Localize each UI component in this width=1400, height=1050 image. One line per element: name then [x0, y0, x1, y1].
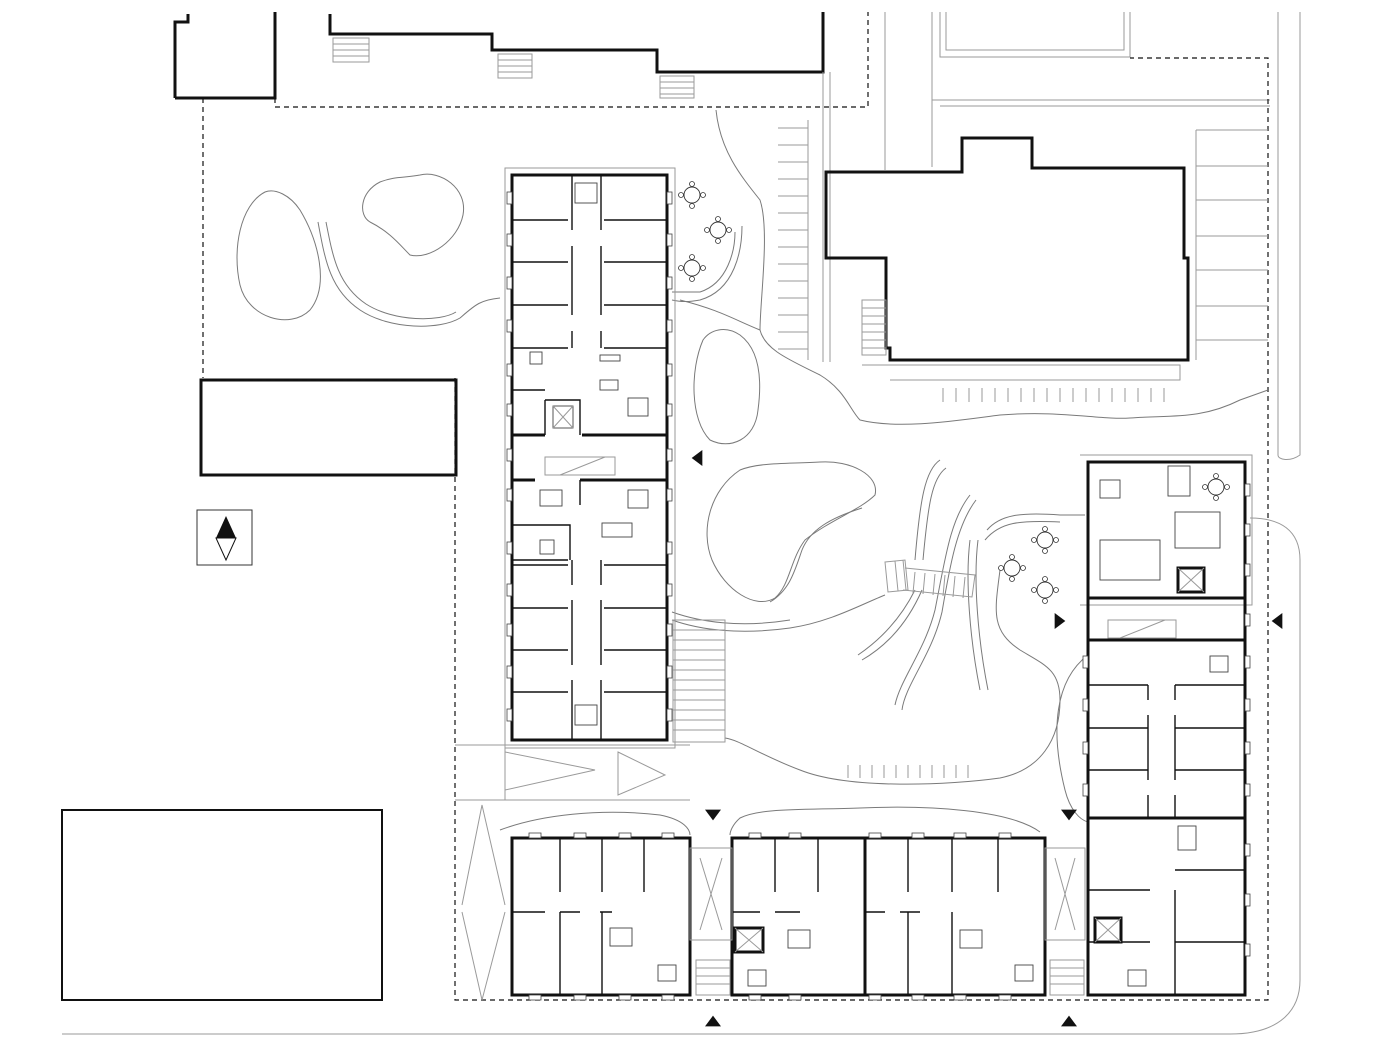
- window-tab: [1082, 698, 1089, 712]
- window-tab: [1244, 943, 1251, 957]
- existing-building-north: [173, 12, 869, 108]
- round-table: [709, 221, 727, 239]
- entrance-markers: [691, 450, 1283, 1027]
- window-tab: [506, 448, 513, 462]
- window-tab: [1244, 655, 1251, 669]
- building-southwest: [61, 809, 383, 1001]
- outdoor-tables: [678, 181, 1230, 604]
- window-tab: [506, 488, 513, 502]
- window-tab: [953, 994, 967, 1001]
- window-tab: [998, 832, 1012, 839]
- street-edge: [62, 517, 1301, 1035]
- window-tab: [506, 191, 513, 205]
- landscape: [236, 72, 1269, 1001]
- round-table: [683, 259, 701, 277]
- window-tab: [506, 665, 513, 679]
- window-tab: [528, 994, 542, 1001]
- window-tab: [1244, 698, 1251, 712]
- window-tab: [666, 319, 673, 333]
- window-tab: [666, 448, 673, 462]
- window-tab: [506, 403, 513, 417]
- window-tab: [666, 488, 673, 502]
- new-building-south-wing: [510, 836, 1086, 997]
- window-tab: [666, 541, 673, 555]
- window-tab: [1082, 783, 1089, 797]
- window-tab: [618, 832, 632, 839]
- window-tab: [788, 832, 802, 839]
- round-table: [1003, 559, 1021, 577]
- window-tab: [666, 708, 673, 722]
- window-tab: [661, 832, 675, 839]
- window-tab: [911, 832, 925, 839]
- triangle-arrow-icon: [705, 1015, 721, 1027]
- window-tab: [868, 994, 882, 1001]
- window-tab: [998, 994, 1012, 1001]
- window-tab: [1244, 783, 1251, 797]
- building-west: [199, 378, 458, 477]
- window-tab: [1244, 523, 1251, 537]
- site-boundary: [202, 57, 1269, 1001]
- round-table: [1036, 531, 1054, 549]
- window-markers-west: [506, 191, 673, 722]
- triangle-arrow-icon: [1271, 613, 1283, 629]
- window-tab: [911, 994, 925, 1001]
- triangle-arrow-icon: [691, 450, 703, 466]
- window-tab: [506, 708, 513, 722]
- window-tab: [1082, 741, 1089, 755]
- window-tab: [1244, 563, 1251, 577]
- window-tab: [788, 994, 802, 1001]
- window-tab: [573, 832, 587, 839]
- window-tab: [666, 233, 673, 247]
- round-table: [1036, 581, 1054, 599]
- window-tab: [666, 276, 673, 290]
- window-tab: [1244, 843, 1251, 857]
- new-building-west-wing: [504, 167, 676, 749]
- window-tab: [868, 832, 882, 839]
- window-tab: [506, 363, 513, 377]
- triangle-arrow-icon: [1061, 1015, 1077, 1027]
- window-tab: [506, 541, 513, 555]
- window-tab: [953, 832, 967, 839]
- triangle-arrow-icon: [705, 809, 721, 821]
- window-tab: [573, 994, 587, 1001]
- north-arrow-icon: [196, 509, 253, 566]
- window-tab: [666, 583, 673, 597]
- window-tab: [661, 994, 675, 1001]
- sports-field-outline: [884, 12, 1301, 460]
- window-tab: [666, 403, 673, 417]
- window-tab: [528, 832, 542, 839]
- round-table: [1207, 478, 1225, 496]
- window-tab: [748, 832, 762, 839]
- window-tab: [666, 363, 673, 377]
- window-tab: [506, 319, 513, 333]
- window-tab: [506, 623, 513, 637]
- window-tab: [506, 583, 513, 597]
- window-tab: [1244, 741, 1251, 755]
- window-tab: [506, 276, 513, 290]
- window-tab: [1082, 655, 1089, 669]
- window-tab: [666, 623, 673, 637]
- new-building-east-wing: [1080, 454, 1253, 997]
- window-markers: [528, 483, 1251, 1001]
- round-table: [683, 186, 701, 204]
- window-tab: [506, 233, 513, 247]
- window-tab: [666, 191, 673, 205]
- triangle-arrow-icon: [1054, 613, 1066, 629]
- existing-building-east: [824, 136, 1190, 381]
- window-tab: [748, 994, 762, 1001]
- window-tab: [1244, 613, 1251, 627]
- window-tab: [1244, 483, 1251, 497]
- window-tab: [1244, 893, 1251, 907]
- window-tab: [666, 665, 673, 679]
- window-tab: [618, 994, 632, 1001]
- triangle-arrow-icon: [1061, 809, 1077, 821]
